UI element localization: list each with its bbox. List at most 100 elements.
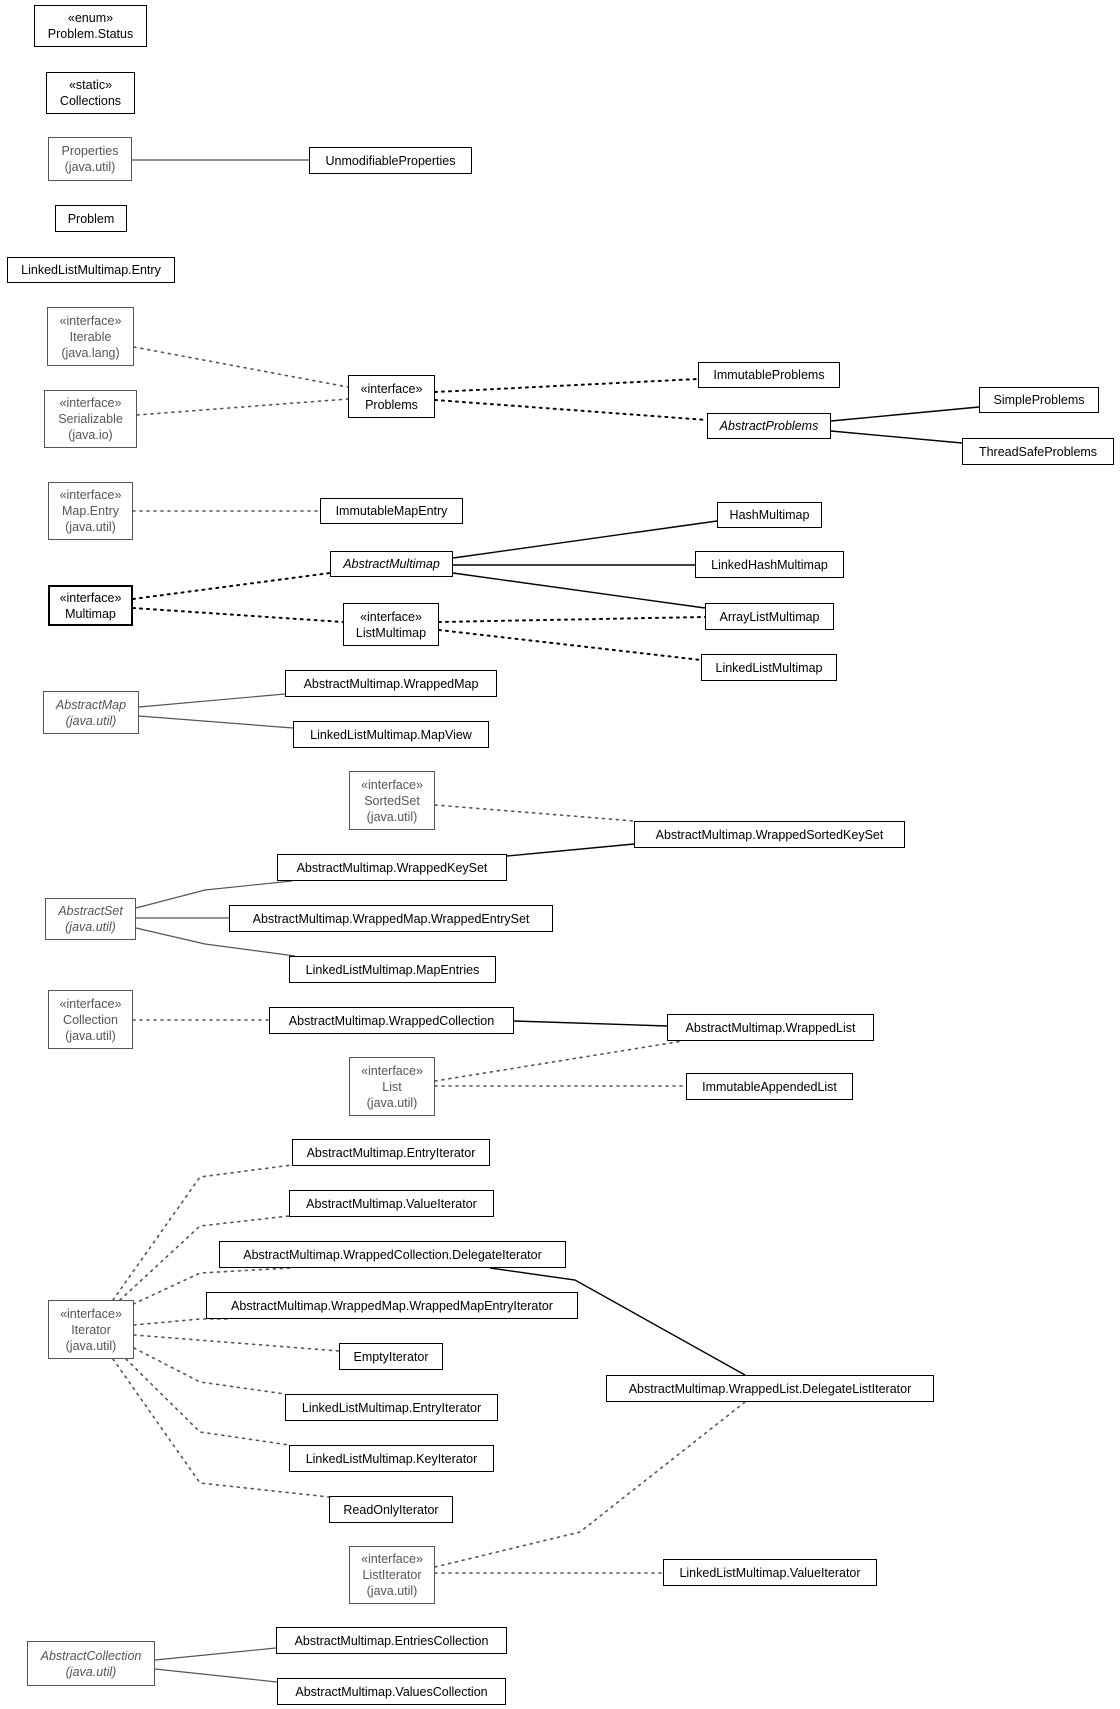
class-node-abstract-collection[interactable]: AbstractCollection(java.util) [27, 1641, 155, 1686]
class-node-values-collection[interactable]: AbstractMultimap.ValuesCollection [277, 1678, 506, 1705]
class-name: Multimap [65, 606, 116, 621]
class-node-wrapped-sorted-key-set[interactable]: AbstractMultimap.WrappedSortedKeySet [634, 821, 905, 848]
class-node-llm-entry-iterator[interactable]: LinkedListMultimap.EntryIterator [285, 1394, 498, 1421]
class-node-sorted-set[interactable]: «interface»SortedSet(java.util) [349, 771, 435, 830]
class-name: AbstractMultimap.ValuesCollection [295, 1684, 488, 1699]
class-node-value-iterator[interactable]: AbstractMultimap.ValueIterator [289, 1190, 494, 1217]
class-node-hash-multimap[interactable]: HashMultimap [717, 502, 822, 528]
class-node-llm-value-iterator[interactable]: LinkedListMultimap.ValueIterator [663, 1559, 877, 1586]
edge-extends-wrapped-key-set-to-wrapped-sorted-key-set [506, 843, 635, 857]
class-name: ImmutableAppendedList [702, 1079, 837, 1094]
class-name: Serializable [58, 412, 123, 426]
class-stereotype: «interface» [59, 396, 122, 410]
class-stereotype: «interface» [361, 1552, 423, 1566]
class-node-empty-iterator[interactable]: EmptyIterator [339, 1343, 443, 1370]
class-name: Iterable [69, 329, 112, 344]
class-package: (java.util) [366, 809, 418, 824]
class-node-problem[interactable]: Problem [55, 205, 127, 232]
class-name: Problem.Status [47, 27, 134, 41]
class-node-list-iterator[interactable]: «interface»ListIterator(java.util) [349, 1546, 435, 1604]
class-node-serializable[interactable]: «interface» Serializable (java.io) [44, 390, 137, 448]
class-name: Problem [67, 211, 115, 226]
class-node-immutable-map-entry[interactable]: ImmutableMapEntry [320, 498, 463, 524]
class-node-llm-key-iterator[interactable]: LinkedListMultimap.KeyIterator [289, 1445, 494, 1472]
class-name: AbstractProblems [719, 419, 819, 433]
class-node-iterator[interactable]: «interface»Iterator(java.util) [48, 1300, 134, 1359]
class-node-abstract-set[interactable]: AbstractSet(java.util) [45, 898, 136, 940]
class-node-wrapped-map-entry-iterator[interactable]: AbstractMultimap.WrappedMap.WrappedMapEn… [206, 1292, 578, 1319]
class-stereotype: «interface» [59, 996, 122, 1011]
class-node-linkedlist-multimap[interactable]: LinkedListMultimap [701, 654, 837, 681]
class-node-problems[interactable]: «interface»Problems [348, 375, 435, 418]
class-node-wrapped-map[interactable]: AbstractMultimap.WrappedMap [285, 670, 497, 697]
class-node-immutable-appended-list[interactable]: ImmutableAppendedList [686, 1073, 853, 1100]
class-node-iterable[interactable]: «interface»Iterable(java.lang) [47, 307, 134, 366]
class-node-entry-iterator[interactable]: AbstractMultimap.EntryIterator [292, 1139, 490, 1166]
class-node-list-multimap[interactable]: «interface»ListMultimap [343, 603, 439, 646]
class-name: ImmutableMapEntry [335, 504, 448, 518]
class-node-wrapped-collection[interactable]: AbstractMultimap.WrappedCollection [269, 1007, 514, 1034]
class-node-simple-problems[interactable]: SimpleProblems [979, 387, 1099, 413]
class-stereotype: «static» [68, 78, 113, 92]
class-name: Map.Entry [62, 504, 119, 518]
edge-implements-serializable-to-problems [136, 398, 349, 416]
class-node-wrapped-entry-set[interactable]: AbstractMultimap.WrappedMap.WrappedEntry… [229, 905, 553, 932]
class-node-delegate-iterator[interactable]: AbstractMultimap.WrappedCollection.Deleg… [219, 1241, 566, 1268]
class-node-immutable-problems[interactable]: ImmutableProblems [698, 362, 840, 388]
class-package: (java.util) [366, 1584, 418, 1598]
edge-implements-iterator-to-wrapped-map-entry-iterator [133, 1318, 231, 1326]
class-name: AbstractMap [55, 697, 127, 712]
class-node-map-entries[interactable]: LinkedListMultimap.MapEntries [289, 956, 496, 983]
class-name: SortedSet [364, 793, 420, 808]
class-node-abstract-problems[interactable]: AbstractProblems [707, 413, 831, 439]
edge-implements-multimap-to-list-multimap [132, 607, 344, 623]
edge-implements-iterator-to-value-iterator [119, 1215, 290, 1301]
class-node-delegate-list-iterator[interactable]: AbstractMultimap.WrappedList.DelegateLis… [606, 1375, 934, 1402]
class-node-linked-hash-multimap[interactable]: LinkedHashMultimap [695, 551, 844, 578]
class-node-collection[interactable]: «interface»Collection(java.util) [48, 990, 133, 1049]
class-name: Iterator [71, 1322, 111, 1337]
class-node-unmodifiable-properties[interactable]: UnmodifiableProperties [309, 147, 472, 174]
edge-implements-problems-to-abstract-problems [434, 399, 708, 421]
class-node-collections[interactable]: «static» Collections [46, 72, 135, 114]
edge-implements-iterator-to-readonly-iterator [112, 1358, 330, 1498]
class-name: LinkedListMultimap.MapEntries [305, 962, 480, 977]
edge-implements-list-to-wrapped-list [434, 1040, 684, 1082]
class-package: (java.util) [65, 1338, 117, 1353]
edge-implements-list-multimap-to-linkedlist-multimap [438, 629, 702, 661]
edge-extends-abstract-multimap-to-arraylist-multimap [452, 572, 706, 609]
class-package: (java.util) [65, 1028, 116, 1043]
class-node-wrapped-list[interactable]: AbstractMultimap.WrappedList [667, 1014, 874, 1041]
class-package: (java.util) [366, 1095, 418, 1110]
class-stereotype: «interface» [361, 1063, 423, 1078]
class-node-list[interactable]: «interface»List(java.util) [349, 1057, 435, 1116]
class-node-readonly-iterator[interactable]: ReadOnlyIterator [329, 1496, 453, 1523]
class-node-entries-collection[interactable]: AbstractMultimap.EntriesCollection [276, 1627, 507, 1654]
edge-extends-delegate-iterator-to-delegate-list-iterator [489, 1267, 746, 1376]
class-package: (java.lang) [61, 345, 120, 360]
class-node-map-view[interactable]: LinkedListMultimap.MapView [293, 721, 489, 748]
edge-extends-abstract-problems-to-threadsafe-problems [830, 430, 963, 444]
class-name: Properties [61, 144, 119, 158]
class-name: AbstractMultimap.EntriesCollection [294, 1633, 489, 1648]
class-node-wrapped-key-set[interactable]: AbstractMultimap.WrappedKeySet [277, 854, 507, 881]
class-name: ImmutableProblems [713, 368, 825, 382]
class-name: AbstractMultimap.WrappedList.DelegateLis… [628, 1381, 912, 1396]
class-node-arraylist-multimap[interactable]: ArrayListMultimap [705, 603, 834, 630]
edge-implements-iterator-to-llm-entry-iterator [133, 1347, 286, 1395]
class-node-linkedlistmultimap-entry[interactable]: LinkedListMultimap.Entry [7, 257, 175, 283]
class-node-threadsafe-problems[interactable]: ThreadSafeProblems [962, 438, 1114, 465]
class-package: (java.io) [68, 428, 113, 442]
class-node-abstract-multimap[interactable]: AbstractMultimap [330, 551, 453, 577]
edge-implements-iterator-to-delegate-iterator [126, 1267, 291, 1308]
class-node-map-entry[interactable]: «interface»Map.Entry(java.util) [48, 482, 133, 540]
class-node-problem-status[interactable]: «enum»Problem.Status [34, 5, 147, 47]
class-name: Collections [59, 94, 122, 108]
class-name: ReadOnlyIterator [343, 1502, 439, 1517]
edge-extends-abstract-set-to-map-entries [135, 927, 296, 957]
class-node-multimap[interactable]: «interface»Multimap [48, 585, 133, 626]
class-stereotype: «interface» [361, 777, 423, 792]
class-node-abstract-map[interactable]: AbstractMap(java.util) [43, 691, 139, 734]
class-node-properties[interactable]: Properties(java.util) [48, 137, 132, 181]
class-package: (java.util) [65, 520, 116, 534]
